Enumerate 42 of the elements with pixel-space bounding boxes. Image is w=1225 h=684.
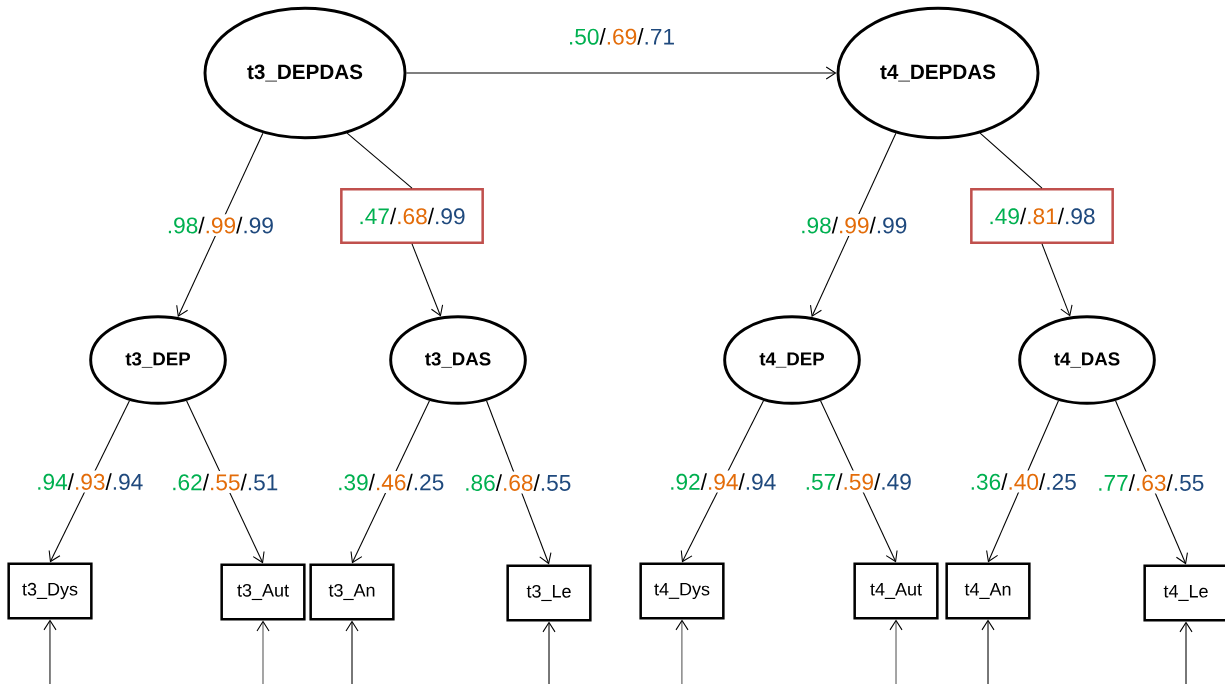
ellipse-node: t3_DEPDAS	[203, 6, 407, 140]
edge-label: .57/.59/.49	[806, 473, 911, 490]
variable-box: t3_Le	[506, 564, 592, 622]
variable-box: t3_Aut	[220, 563, 306, 621]
edge-label: .94/.93/.94	[38, 473, 143, 490]
ellipse-node: t3_DAS	[389, 315, 527, 405]
arrow	[486, 400, 552, 565]
arrow	[981, 619, 995, 684]
arrow	[43, 619, 57, 684]
arrow	[1041, 243, 1073, 317]
ellipse-node: t4_DAS	[1018, 315, 1156, 405]
arrow	[809, 132, 897, 318]
variable-box: t3_An	[309, 563, 395, 621]
arrow	[48, 400, 130, 563]
edge-label: .36/.40/.25	[971, 473, 1076, 490]
edge-label: .77/.63/.55	[1099, 474, 1204, 491]
arrow	[405, 66, 837, 80]
variable-box: t3_Dys	[7, 562, 93, 620]
edge-label: .39/.46/.25	[339, 473, 444, 491]
variable-box: t4_Dys	[639, 562, 725, 620]
arrow	[345, 620, 359, 684]
arrow	[680, 400, 764, 563]
edge-label: .98/.99/.99	[168, 216, 273, 234]
highlight-box: .49/.81/.98	[970, 188, 1114, 244]
ellipse-node: t4_DEPDAS	[836, 6, 1040, 140]
arrow	[1179, 621, 1193, 684]
arrow	[186, 400, 265, 564]
variable-box: t4_Le	[1143, 564, 1225, 622]
variable-box: t4_Aut	[853, 562, 939, 620]
arrow	[350, 400, 430, 564]
edge-label: .62/.55/.51	[173, 473, 278, 491]
arrow	[411, 243, 444, 317]
arrow	[542, 621, 556, 684]
arrow	[176, 132, 264, 318]
ellipse-node: t4_DEP	[723, 315, 861, 405]
ellipse-node: t3_DEP	[89, 315, 227, 405]
edge-label: .98/.99/.99	[802, 216, 907, 234]
edge-label: .50/.69/.71	[570, 28, 674, 45]
highlight-box: .47/.68/.99	[340, 188, 484, 244]
edge-label: .86/.68/.55	[466, 474, 571, 491]
variable-box: t4_An	[945, 562, 1031, 620]
edge-label: .92/.94/.94	[671, 473, 776, 490]
